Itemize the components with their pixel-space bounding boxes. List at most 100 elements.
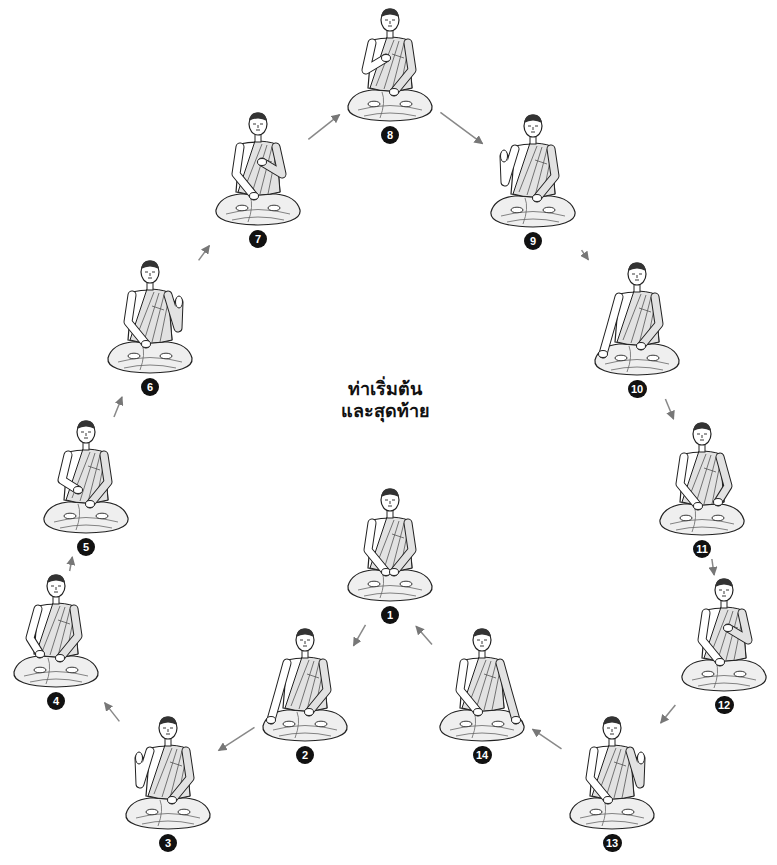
foot [590, 809, 602, 815]
arm [172, 751, 190, 800]
number-badge: 7 [249, 230, 267, 248]
figure-illustration [102, 258, 198, 376]
robe-fold [170, 762, 182, 766]
robe-fold [30, 679, 82, 682]
robe-fold [152, 295, 164, 342]
monk-figure [14, 574, 98, 687]
robe-fold [535, 160, 547, 164]
foot [160, 353, 172, 359]
posture-figure: 12 [676, 576, 772, 714]
foot [66, 667, 78, 673]
number-badge: 14 [473, 746, 492, 764]
robe-fold [76, 504, 80, 530]
robe-fold [295, 712, 299, 738]
hair [159, 716, 177, 725]
number-badge: 4 [47, 692, 65, 710]
robe-fold [472, 712, 476, 738]
monk-figure [263, 628, 347, 741]
robe-fold [476, 661, 491, 709]
callout-number: 4 [53, 695, 59, 707]
callout-number: 12 [718, 699, 730, 711]
callout-number: 1 [387, 609, 393, 621]
arm-outline [394, 43, 412, 92]
robe-fold [614, 751, 626, 798]
robe-fold [88, 466, 100, 470]
robe-fold [358, 106, 422, 111]
posture-figure: 4 [8, 572, 104, 710]
figure-illustration [120, 714, 216, 832]
foot [128, 353, 140, 359]
monk-figure [440, 628, 524, 741]
head [249, 113, 267, 135]
arm-outline [460, 663, 478, 712]
robe-fold [484, 663, 496, 710]
monk-figure [682, 578, 766, 691]
robe-fold [605, 360, 669, 365]
monk-figure [44, 420, 128, 533]
crossed-legs [14, 656, 98, 687]
figure-illustration [257, 626, 353, 744]
robe [285, 657, 327, 711]
foot [34, 667, 46, 673]
hair [141, 260, 159, 269]
foot [283, 721, 295, 727]
arm [590, 751, 608, 800]
arm-outline [60, 609, 78, 658]
hand [637, 343, 646, 350]
foot [400, 101, 412, 107]
robe-fold [622, 758, 630, 798]
figure-illustration [485, 112, 581, 230]
robe-fold [144, 293, 159, 341]
robe-fold [692, 506, 696, 532]
robe-fold [46, 658, 50, 684]
face [253, 124, 263, 130]
foot [622, 809, 634, 815]
robe-fold [152, 306, 164, 310]
arm-outline [537, 149, 555, 198]
figure-illustration [434, 626, 530, 744]
hand [86, 501, 95, 508]
robe-fold [606, 749, 621, 797]
foot [702, 671, 714, 677]
face [607, 728, 617, 734]
head [296, 629, 314, 651]
arm-outline [30, 609, 40, 654]
robe-fold [718, 611, 733, 659]
robe-fold [358, 586, 422, 591]
hand [390, 569, 399, 576]
number-badge: 5 [77, 538, 95, 556]
face [632, 274, 642, 280]
number-badge: 6 [141, 378, 159, 396]
arm [368, 523, 386, 572]
posture-figure: 11 [654, 420, 750, 558]
sequence-arrow [665, 399, 673, 419]
robe-fold [450, 726, 514, 731]
callout-number: 2 [302, 749, 308, 761]
arm-outline [603, 297, 619, 354]
hand [390, 89, 399, 96]
robe-fold [456, 733, 508, 736]
arm-outline [702, 613, 720, 662]
callout-number: 5 [83, 541, 89, 553]
hair [47, 574, 65, 583]
number-badge: 3 [159, 834, 177, 852]
hand [724, 625, 733, 632]
hand [382, 55, 391, 62]
face [145, 272, 155, 278]
arm [128, 295, 146, 344]
hand [638, 752, 645, 764]
hand [512, 717, 521, 724]
head [47, 575, 65, 597]
hand [142, 341, 151, 348]
robe-fold [364, 113, 416, 116]
arm [537, 149, 555, 198]
arm-outline [172, 751, 190, 800]
callout-number: 8 [387, 129, 393, 141]
foot [368, 101, 380, 107]
arm-outline [718, 457, 728, 502]
posture-figure: 7 [210, 110, 306, 248]
head [603, 717, 621, 739]
face [528, 126, 538, 132]
robe-fold [158, 800, 162, 826]
arm-outline [90, 455, 108, 504]
